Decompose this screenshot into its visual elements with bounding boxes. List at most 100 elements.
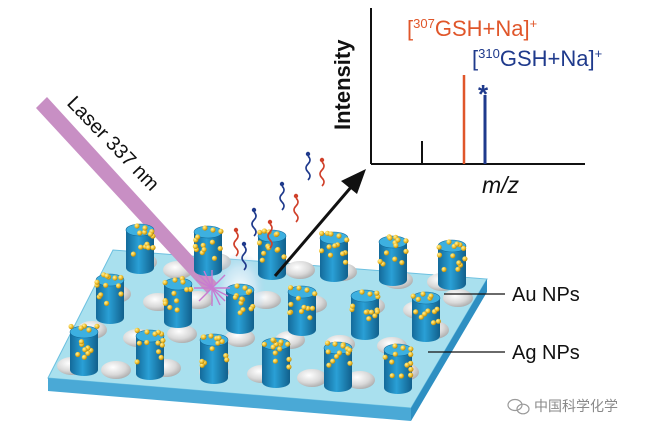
au-nanoparticle: [408, 367, 413, 372]
au-nanoparticle: [392, 257, 397, 262]
au-nanoparticle: [215, 341, 220, 346]
au-nanoparticle: [312, 291, 317, 296]
au-nanoparticle: [390, 373, 395, 378]
mass-spectrum: * Intensity m/z [307GSH+Na]+ [310GSH+Na]…: [330, 8, 602, 198]
au-nanoparticle: [160, 338, 165, 343]
au-nanoparticle: [350, 304, 355, 309]
au-nanoparticle: [180, 279, 185, 284]
au-nanoparticle: [212, 256, 217, 261]
au-nanoparticle: [340, 251, 345, 256]
au-nanoparticle: [270, 337, 275, 342]
desorbed-molecule: [294, 198, 298, 222]
au-nanoparticle: [288, 302, 293, 307]
au-nanoparticle: [287, 310, 292, 315]
au-nanoparticle: [399, 373, 404, 378]
au-nanoparticle: [332, 243, 337, 248]
au-nanoparticle: [281, 254, 286, 259]
au-pillar: [226, 283, 255, 334]
au-nanoparticle: [450, 253, 455, 258]
au-nanoparticle: [442, 267, 447, 272]
au-nanoparticle: [404, 363, 409, 368]
au-nanoparticle: [395, 237, 400, 242]
au-nanoparticle: [436, 319, 441, 324]
au-nanoparticle: [403, 249, 408, 254]
au-nanoparticle: [286, 364, 291, 369]
au-pillar: [383, 343, 414, 394]
laser-impact-sparkle: [194, 270, 230, 306]
watermark-text: 中国科学化学: [534, 399, 618, 415]
au-nanoparticle: [82, 347, 87, 352]
ag-dome: [297, 369, 327, 387]
au-nanoparticle: [167, 305, 172, 310]
au-nanoparticle: [118, 275, 123, 280]
au-nanoparticle: [208, 333, 213, 338]
au-pillar: [199, 333, 229, 384]
au-nanoparticle: [428, 293, 433, 298]
wechat-icon: [508, 400, 529, 414]
au-nanoparticle: [118, 291, 123, 296]
au-nanoparticle: [156, 349, 161, 354]
au-nanoparticle: [210, 240, 215, 245]
au-nanoparticle: [116, 283, 121, 288]
au-nanoparticle: [366, 316, 371, 321]
au-nanoparticle: [336, 233, 341, 238]
au-pillar: [193, 225, 224, 276]
au-nanoparticle: [159, 355, 164, 360]
au-nanoparticle: [383, 355, 388, 360]
au-nanoparticle: [146, 245, 151, 250]
au-nanoparticle: [201, 334, 206, 339]
au-nanoparticle: [437, 245, 442, 250]
au-nanoparticle: [202, 225, 207, 230]
au-nanoparticle: [224, 357, 229, 362]
desorbed-molecule: [280, 186, 284, 210]
au-nanoparticle: [202, 247, 207, 252]
au-nanoparticle: [400, 345, 405, 350]
au-nanoparticle: [393, 352, 398, 357]
au-nanoparticle: [193, 244, 198, 249]
au-nanoparticle: [325, 341, 330, 346]
au-nanoparticle: [408, 346, 413, 351]
au-pillar: [319, 231, 349, 282]
au-nanoparticle: [239, 296, 244, 301]
au-nanoparticle: [367, 291, 372, 296]
au-nanoparticle: [82, 355, 87, 360]
au-nanoparticle: [163, 301, 168, 306]
au-nanoparticle: [148, 232, 153, 237]
au-pillar: [163, 276, 194, 328]
au-pillar: [411, 291, 441, 342]
au-nanoparticle: [330, 359, 335, 364]
au-nanoparticle: [364, 310, 369, 315]
ag-dome: [443, 289, 473, 307]
au-pillar: [94, 272, 124, 324]
au-pillar: [135, 328, 166, 380]
au-nanoparticle: [98, 292, 103, 297]
au-nanoparticle: [454, 241, 459, 246]
au-nanoparticle: [172, 277, 177, 282]
au-nanoparticle: [199, 359, 204, 364]
au-nanoparticle: [94, 324, 99, 329]
au-nanoparticle: [273, 359, 278, 364]
au-nanoparticle: [301, 305, 306, 310]
mz-label: m/z: [482, 172, 520, 198]
desorbed-molecule: [234, 232, 238, 256]
au-nanoparticle: [257, 230, 262, 235]
au-nanoparticle: [408, 352, 413, 357]
au-nanoparticle: [150, 245, 155, 250]
au-nanoparticle: [216, 335, 221, 340]
au-nanoparticle: [69, 324, 74, 329]
au-nanoparticle: [393, 243, 398, 248]
au-nanoparticle: [134, 223, 139, 228]
au-nanoparticle: [238, 310, 243, 315]
au-nanoparticle: [328, 231, 333, 236]
watermark: 中国科学化学: [508, 399, 618, 415]
au-pillar: [437, 239, 468, 290]
au-nanoparticle: [359, 289, 364, 294]
au-nanoparticle: [273, 350, 278, 355]
au-nanoparticle: [135, 359, 140, 364]
au-nanoparticle: [277, 346, 282, 351]
au-nanoparticle: [144, 340, 149, 345]
au-nanoparticle: [137, 341, 142, 346]
au-nanoparticle: [307, 315, 312, 320]
au-nanoparticle: [347, 361, 352, 366]
au-nanoparticle: [369, 310, 374, 315]
